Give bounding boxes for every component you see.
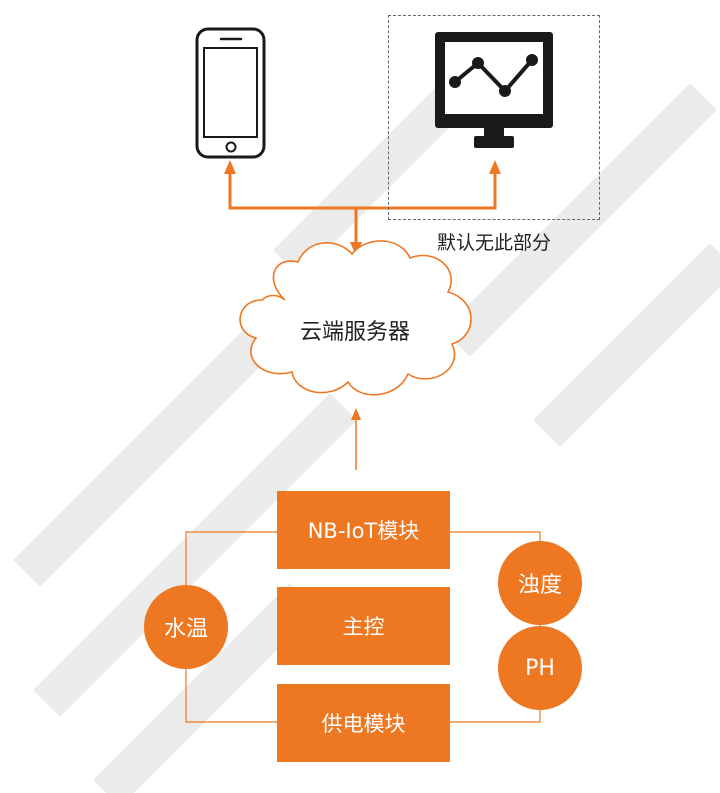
water-temp-label: 水温 <box>163 617 208 642</box>
watermark <box>13 53 720 793</box>
smartphone-icon <box>195 27 266 159</box>
water-temp-sensor: 水温 <box>144 585 228 669</box>
nbiot-module-label: NB-IoT模块 <box>307 519 420 543</box>
top-connector <box>228 172 497 246</box>
ph-label: PH <box>525 655 555 681</box>
main-control-label: 主控 <box>342 615 385 639</box>
cloud-icon <box>239 240 472 396</box>
ph-sensor: PH <box>498 626 582 710</box>
turbidity-label: 浊度 <box>517 573 562 598</box>
optional-region-box <box>388 15 600 220</box>
monitor-chart-icon <box>435 32 553 148</box>
nbiot-module-block: NB-IoT模块 <box>277 491 450 569</box>
power-module-block: 供电模块 <box>277 684 450 762</box>
optional-region-label: 默认无此部分 <box>436 232 551 254</box>
turbidity-sensor: 浊度 <box>498 541 582 625</box>
cloud-server-label: 云端服务器 <box>299 320 410 345</box>
power-module-label: 供电模块 <box>321 712 406 736</box>
main-control-block: 主控 <box>277 587 450 665</box>
